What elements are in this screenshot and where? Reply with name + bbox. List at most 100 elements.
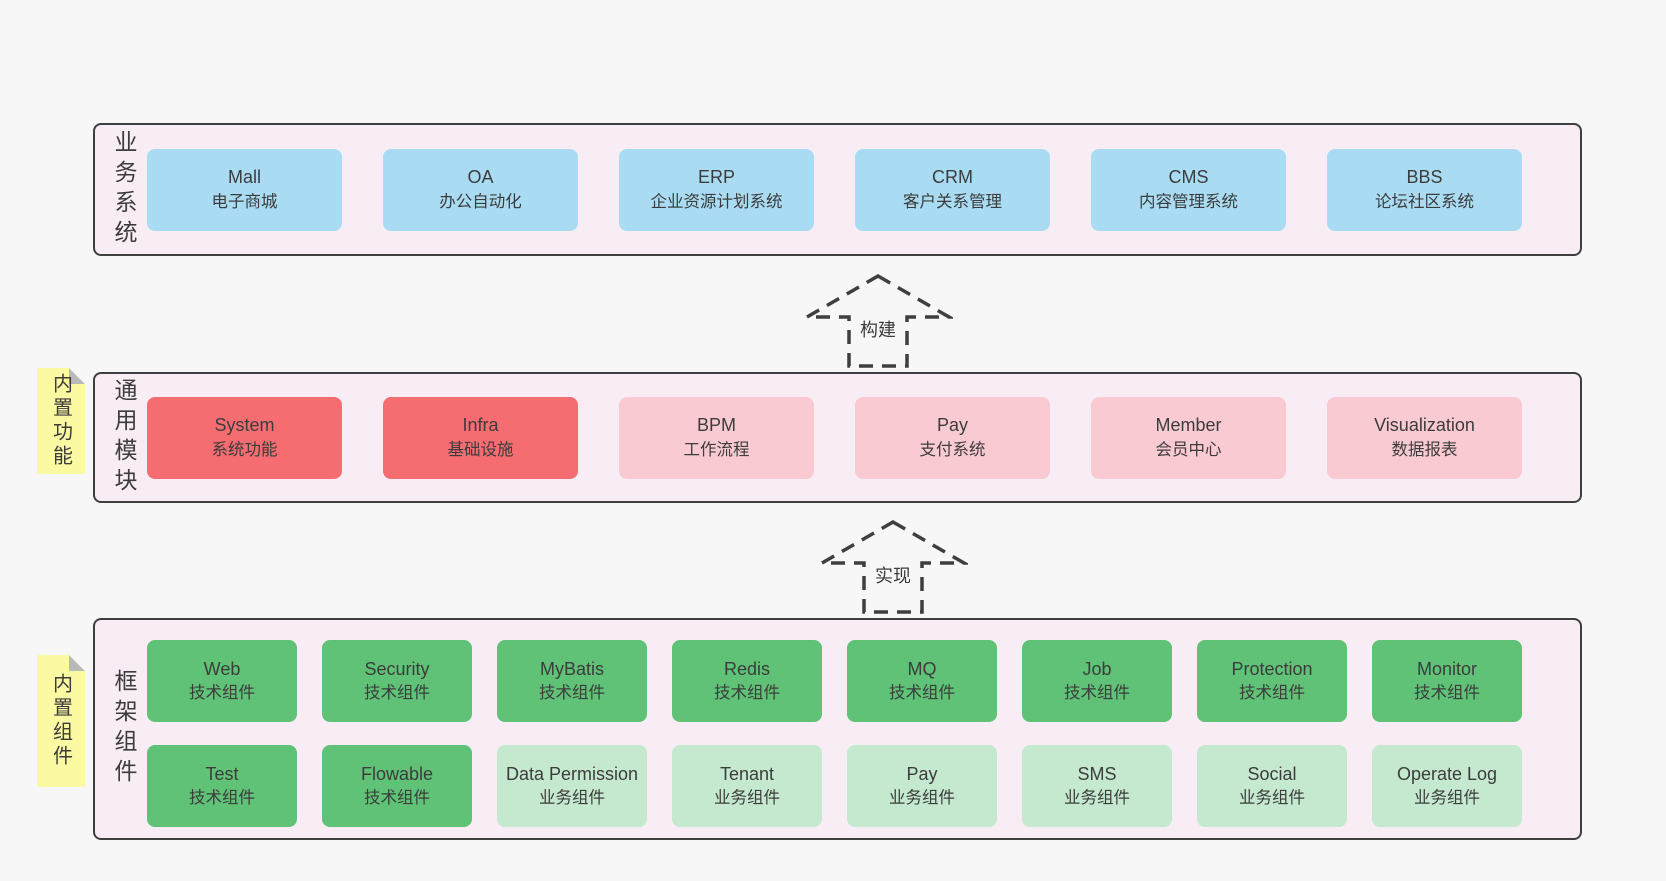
framework-components-row-2: Test 技术组件 Flowable 技术组件 Data Permission … (147, 745, 1522, 827)
box-bbs: BBS 论坛社区系统 (1327, 148, 1522, 231)
common-modules-row: System 系统功能 Infra 基础设施 BPM 工作流程 Pay 支付系统… (147, 374, 1522, 501)
business-systems-row: Mall 电子商城 OA 办公自动化 ERP 企业资源计划系统 CRM 客户关系… (147, 125, 1522, 254)
box-infra: Infra 基础设施 (383, 396, 578, 479)
box-subtitle: 技术组件 (189, 789, 255, 808)
box-subtitle: 业务组件 (889, 789, 955, 808)
box-subtitle: 技术组件 (714, 684, 780, 703)
panel-business-systems: 业务系统 Mall 电子商城 OA 办公自动化 ERP 企业资源计划系统 CRM… (93, 123, 1582, 256)
box-cms: CMS 内容管理系统 (1091, 148, 1286, 231)
box-title: Social (1247, 763, 1297, 784)
box-title: Pay (936, 415, 969, 436)
box-subtitle: 办公自动化 (439, 192, 522, 211)
box-title: Flowable (360, 763, 434, 784)
box-title: System (214, 415, 275, 436)
box-subtitle: 技术组件 (1239, 684, 1305, 703)
box-protection: Protection 技术组件 (1197, 640, 1347, 722)
box-subtitle: 系统功能 (211, 440, 278, 459)
box-erp: ERP 企业资源计划系统 (619, 148, 814, 231)
panel-common-modules: 通用模块 System 系统功能 Infra 基础设施 BPM 工作流程 Pay… (93, 372, 1582, 503)
box-social: Social 业务组件 (1197, 745, 1347, 827)
box-subtitle: 技术组件 (539, 684, 605, 703)
box-subtitle: 支付系统 (919, 440, 986, 459)
box-subtitle: 技术组件 (364, 789, 430, 808)
box-subtitle: 企业资源计划系统 (650, 192, 783, 211)
box-mall: Mall 电子商城 (147, 148, 342, 231)
box-title: Pay (906, 763, 938, 784)
box-subtitle: 业务组件 (1239, 789, 1305, 808)
box-data-permission: Data Permission 业务组件 (497, 745, 647, 827)
box-subtitle: 技术组件 (1064, 684, 1130, 703)
arrow-implement: 实现 (818, 518, 968, 616)
box-mybatis: MyBatis 技术组件 (497, 640, 647, 722)
box-monitor: Monitor 技术组件 (1372, 640, 1522, 722)
box-title: Redis (723, 658, 771, 679)
arrow-build-label: 构建 (857, 316, 899, 342)
box-tenant: Tenant 业务组件 (672, 745, 822, 827)
box-sms: SMS 业务组件 (1022, 745, 1172, 827)
box-title: Infra (462, 415, 499, 436)
sticky-note-builtin-features: 内置功能 (37, 368, 85, 474)
box-bpm: BPM 工作流程 (619, 396, 814, 479)
framework-components-row-1: Web 技术组件 Security 技术组件 MyBatis 技术组件 Redi… (147, 640, 1522, 722)
box-title: CMS (1168, 167, 1209, 188)
box-subtitle: 技术组件 (889, 684, 955, 703)
box-subtitle: 数据报表 (1391, 440, 1458, 459)
box-title: OA (467, 167, 494, 188)
box-title: SMS (1077, 763, 1117, 784)
box-subtitle: 客户关系管理 (903, 192, 1002, 211)
box-subtitle: 工作流程 (683, 440, 750, 459)
box-title: Monitor (1416, 658, 1478, 679)
note-fold-icon (69, 655, 85, 671)
box-title: Web (203, 658, 241, 679)
box-test: Test 技术组件 (147, 745, 297, 827)
box-subtitle: 技术组件 (364, 684, 430, 703)
box-title: CRM (932, 167, 973, 188)
box-job: Job 技术组件 (1022, 640, 1172, 722)
box-title: MyBatis (539, 658, 604, 679)
box-operate-log: Operate Log 业务组件 (1372, 745, 1522, 827)
box-subtitle: 技术组件 (189, 684, 255, 703)
box-security: Security 技术组件 (322, 640, 472, 722)
box-pay-component: Pay 业务组件 (847, 745, 997, 827)
box-title: BPM (696, 415, 736, 436)
panel-common-modules-label: 通用模块 (111, 377, 137, 498)
box-subtitle: 论坛社区系统 (1375, 192, 1474, 211)
box-system: System 系统功能 (147, 396, 342, 479)
arrow-implement-label: 实现 (872, 562, 914, 588)
box-title: Data Permission (505, 763, 639, 784)
note-text: 内置功能 (49, 373, 72, 469)
box-title: Job (1082, 658, 1112, 679)
box-crm: CRM 客户关系管理 (855, 148, 1050, 231)
box-pay-module: Pay 支付系统 (855, 396, 1050, 479)
panel-framework-components-label: 框架组件 (111, 669, 137, 789)
box-subtitle: 业务组件 (1064, 789, 1130, 808)
box-title: Tenant (719, 763, 775, 784)
box-title: ERP (697, 167, 735, 188)
note-text: 内置组件 (49, 673, 72, 769)
box-visualization: Visualization 数据报表 (1327, 396, 1522, 479)
sticky-note-builtin-components: 内置组件 (37, 655, 85, 787)
box-oa: OA 办公自动化 (383, 148, 578, 231)
box-title: Mall (227, 167, 261, 188)
box-member: Member 会员中心 (1091, 396, 1286, 479)
box-title: Operate Log (1396, 763, 1498, 784)
box-mq: MQ 技术组件 (847, 640, 997, 722)
box-title: Member (1155, 415, 1222, 436)
box-title: BBS (1406, 167, 1443, 188)
box-subtitle: 内容管理系统 (1139, 192, 1238, 211)
box-subtitle: 业务组件 (1414, 789, 1480, 808)
box-subtitle: 业务组件 (539, 789, 605, 808)
panel-framework-components: 框架组件 Web 技术组件 Security 技术组件 MyBatis 技术组件… (93, 618, 1582, 840)
box-subtitle: 电子商城 (211, 192, 278, 211)
box-flowable: Flowable 技术组件 (322, 745, 472, 827)
box-redis: Redis 技术组件 (672, 640, 822, 722)
box-title: Visualization (1374, 415, 1475, 436)
box-subtitle: 基础设施 (447, 440, 514, 459)
box-web: Web 技术组件 (147, 640, 297, 722)
arrow-build: 构建 (803, 272, 953, 370)
box-title: MQ (907, 658, 937, 679)
box-title: Protection (1231, 658, 1313, 679)
box-subtitle: 业务组件 (714, 789, 780, 808)
box-subtitle: 会员中心 (1155, 440, 1222, 459)
